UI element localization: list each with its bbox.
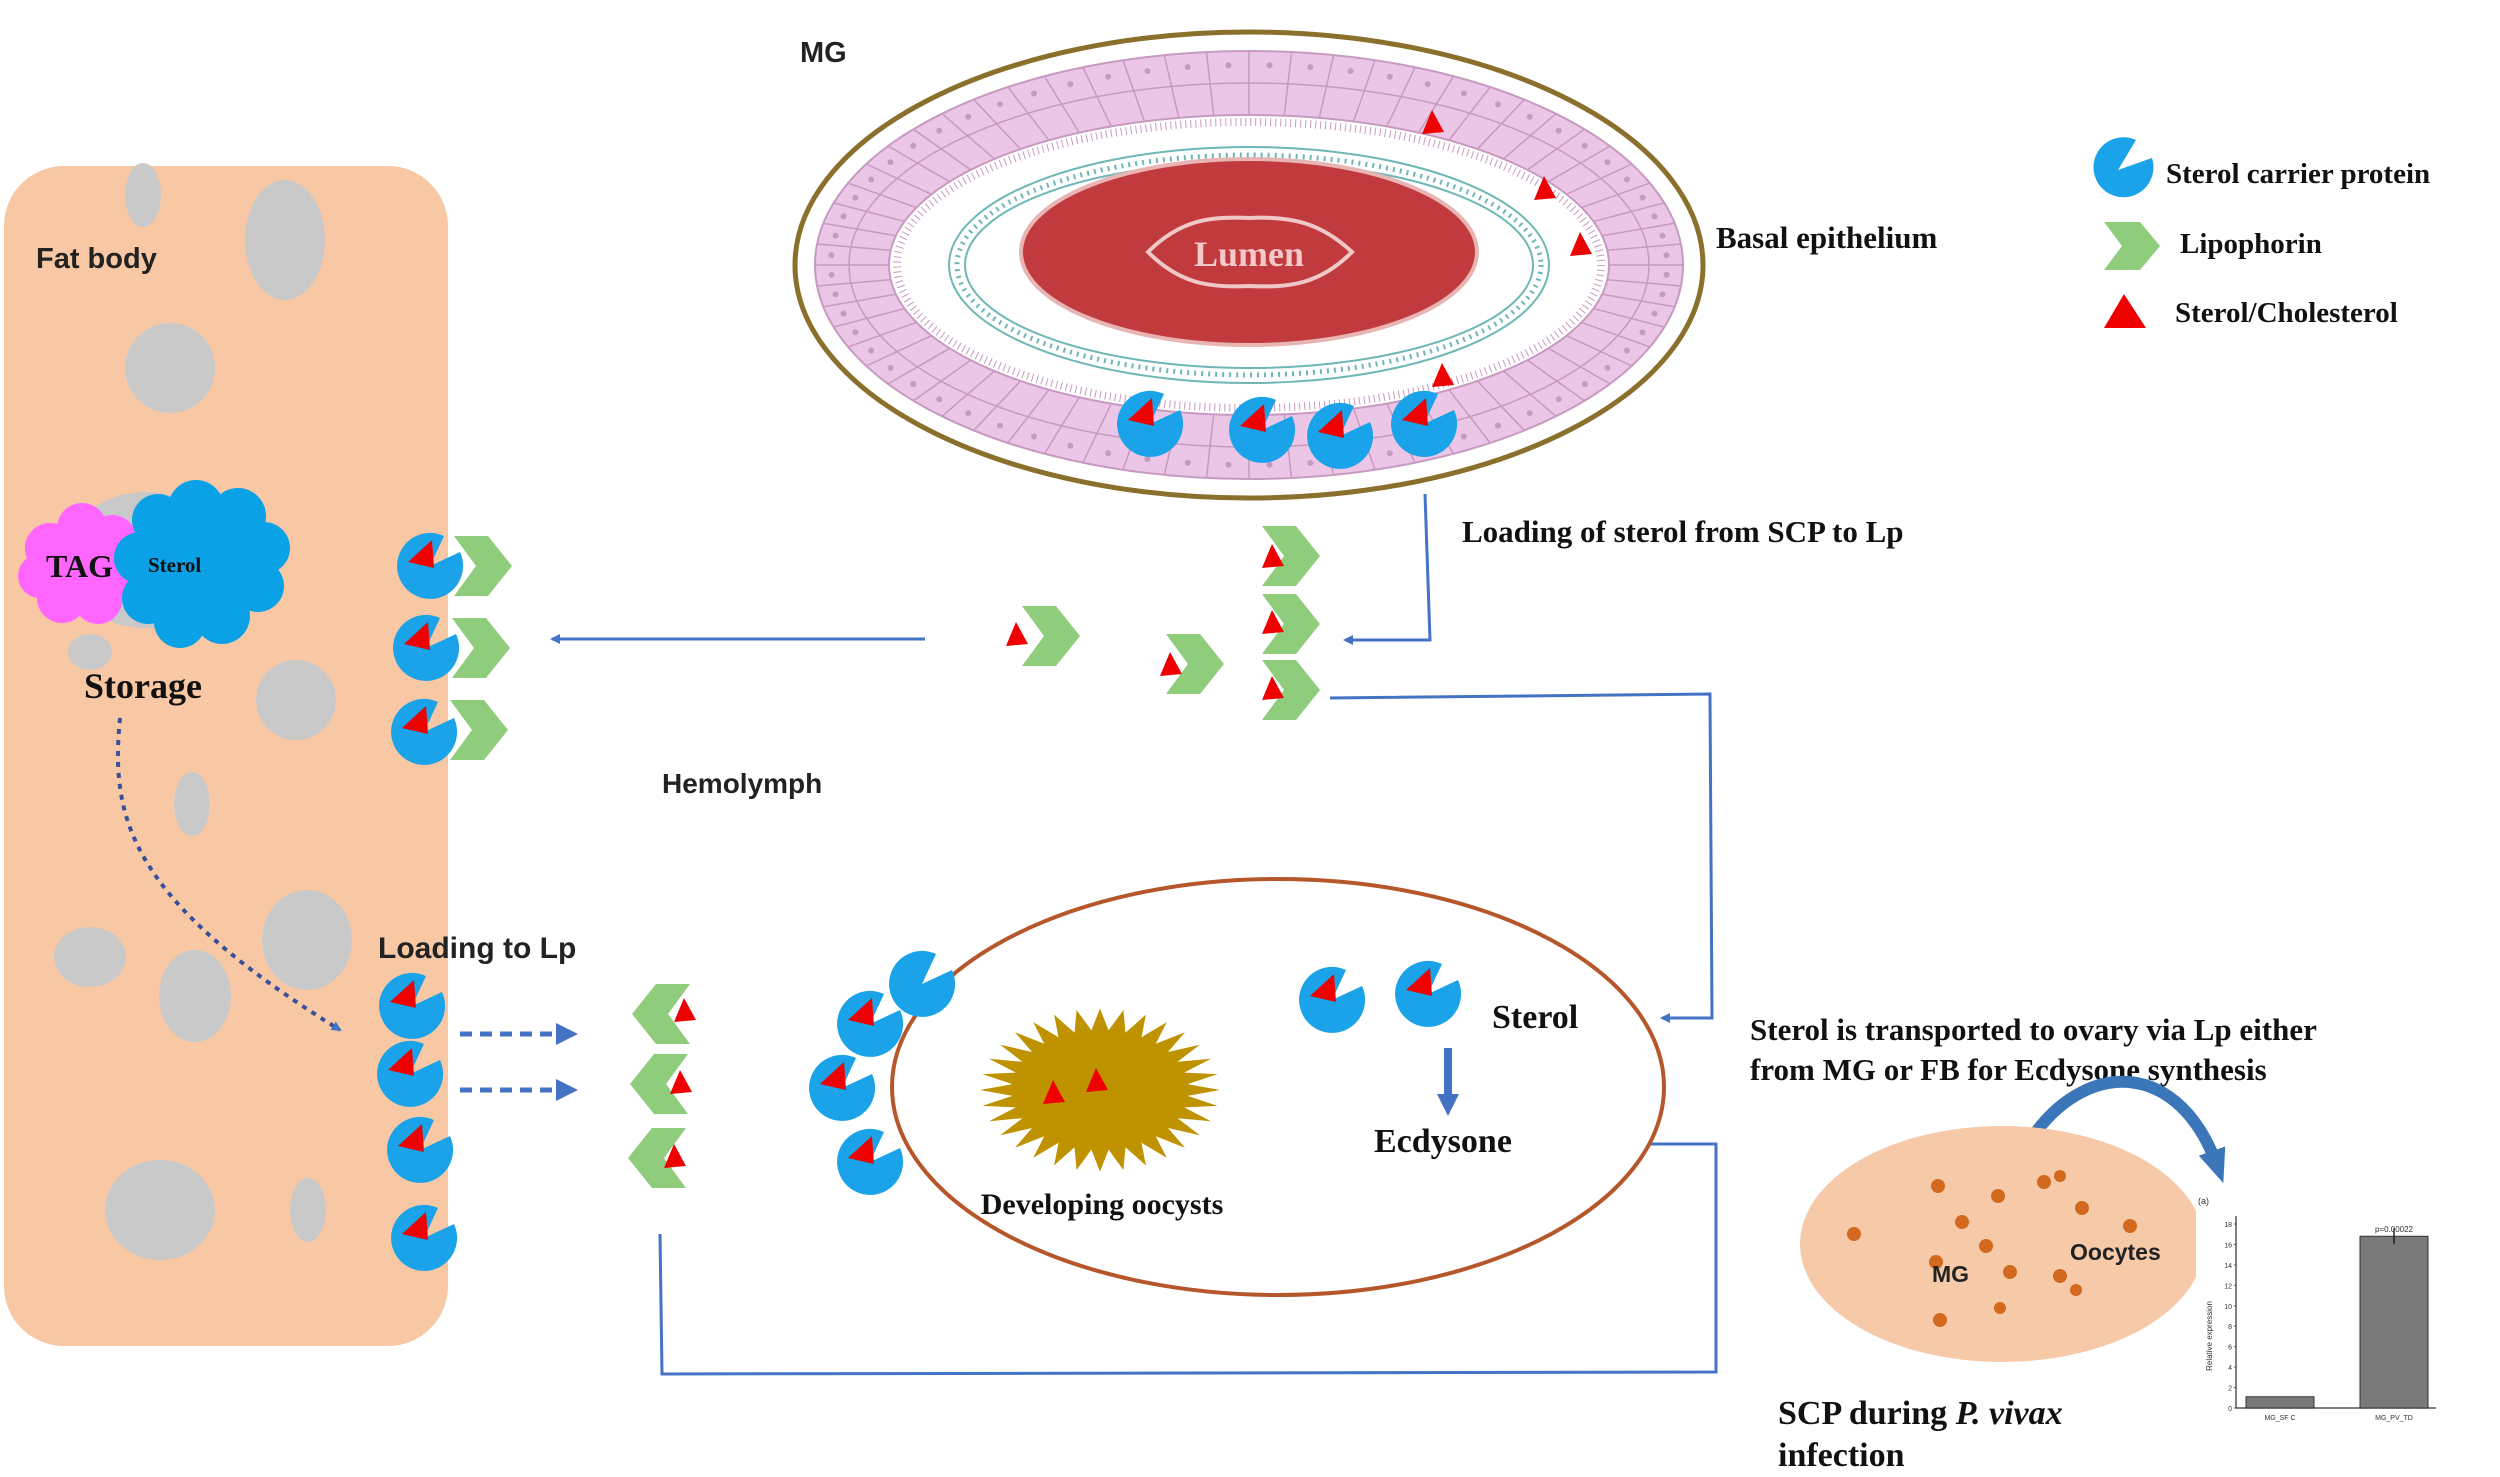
inset-oocytes-label: Oocytes	[2070, 1239, 2161, 1265]
sterol-triangle	[1160, 652, 1182, 676]
inset-ytick-label: 16	[2224, 1242, 2232, 1249]
sterol-label: Sterol	[1492, 999, 1578, 1036]
lipophorin-chevron-icon	[2104, 222, 2160, 270]
mg-label: MG	[800, 37, 847, 69]
loading-to-lp: Loading to Lp	[377, 932, 696, 1271]
basal-epithelium-label: Basal epithelium	[1716, 220, 1938, 255]
inset-bar-chart: (a) Relative expression 024681012141618 …	[2196, 1188, 2442, 1426]
scp-caption-line1: SCP during P. vivax	[1778, 1395, 2063, 1432]
inset-pvalue: p=0.00022	[2375, 1225, 2414, 1234]
tag-label: TAG	[46, 548, 113, 584]
legend: Sterol carrier protein Lipophorin Sterol…	[2093, 137, 2430, 329]
inset-ytick-label: 0	[2228, 1406, 2232, 1413]
scp-caption-species: P. vivax	[1955, 1395, 2063, 1432]
inset-ytick-label: 10	[2224, 1304, 2232, 1311]
curved-arrow-to-chart	[2031, 1075, 2226, 1184]
inset-ytick-label: 2	[2228, 1386, 2232, 1393]
lumen	[1019, 157, 1479, 347]
peritrophic-matrix	[948, 146, 1550, 384]
inset-ovary-shape	[1800, 1126, 2204, 1362]
scp-caption-line2: infection	[1778, 1437, 1905, 1474]
inset-ylabel: Relative expression	[2205, 1301, 2214, 1371]
microvilli	[893, 118, 1605, 412]
ovary-outline	[890, 877, 1666, 1297]
lipophorin-with-sterol	[1022, 606, 1080, 666]
inset-ytick-label: 12	[2224, 1283, 2232, 1290]
legend-label-sterol: Sterol/Cholesterol	[2175, 297, 2398, 329]
scp-with-sterol	[809, 1054, 876, 1121]
hemolymph-label: Hemolymph	[662, 768, 822, 799]
storage-label: Storage	[84, 666, 202, 706]
scp-with-sterol	[837, 1128, 904, 1195]
inset-ytick-label: 8	[2228, 1324, 2232, 1331]
transport-note-line1: Sterol is transported to ovary via Lp ei…	[1750, 1012, 2317, 1047]
inset-ytick-label: 6	[2228, 1345, 2232, 1352]
lumen-label: Lumen	[1194, 234, 1304, 274]
scp-with-sterol	[393, 614, 460, 681]
inset-panel-label: (a)	[2198, 1196, 2209, 1206]
inset-bar	[2359, 1235, 2429, 1409]
inset-mg-label: MG	[1932, 1261, 1969, 1287]
lp-to-ovary-arrow	[1329, 692, 1714, 1023]
developing-oocysts-label: Developing oocysts	[981, 1188, 1224, 1221]
inset-bar	[2245, 1396, 2315, 1409]
sterol-triangle	[674, 998, 696, 1022]
tag-blob	[18, 503, 146, 624]
ecdysone-label: Ecdysone	[1374, 1123, 1512, 1160]
sterol-triangle	[1006, 622, 1028, 646]
inset-ytick-label: 18	[2224, 1222, 2232, 1229]
fat-body-label: Fat body	[36, 243, 157, 275]
fat-body-cell	[4, 166, 448, 1346]
ovary: Developing oocysts Sterol Ecdysone	[809, 877, 1666, 1297]
storage-droplet	[18, 480, 290, 670]
inset-category-label: MG_SF C	[2264, 1415, 2295, 1422]
epithelial-cells	[815, 51, 1683, 479]
mg-to-lp-arrow	[1343, 493, 1432, 645]
inset-ovary: MG Oocytes	[1800, 1126, 2204, 1362]
scp-with-sterol	[397, 532, 464, 599]
sterol-blob	[114, 480, 290, 648]
scp-pacman-icon	[2093, 137, 2154, 198]
sterol-triangle-icon	[2104, 294, 2146, 328]
inset-category-label: MG_PV_TD	[2375, 1415, 2413, 1422]
fatbody-to-ovary-arrow	[658, 1139, 1718, 1376]
sterol-store-label: Sterol	[148, 553, 201, 577]
loading-to-lp-label: Loading to Lp	[378, 932, 576, 965]
inset-oocyte-dots	[1847, 1170, 2137, 1327]
fat-body: Fat body TAG Sterol Storage	[4, 163, 448, 1346]
transport-note: Sterol is transported to ovary via Lp ei…	[1750, 1012, 2317, 1184]
scp-with-sterol	[837, 990, 904, 1057]
inset-ytick-label: 14	[2224, 1263, 2232, 1270]
lipophorin	[452, 618, 510, 678]
scp	[889, 950, 956, 1017]
legend-label-lipophorin: Lipophorin	[2180, 228, 2322, 260]
loading-scp-lp-label: Loading of sterol from SCP to Lp	[1462, 514, 1904, 549]
lipophorin	[450, 700, 508, 760]
inset-ytick-label: 4	[2228, 1365, 2232, 1372]
midgut: Lumen MG Basal epithelium	[792, 29, 1938, 501]
hemolymph: Loading of sterol from SCP to Lp Hemolym…	[391, 493, 1904, 1376]
scp-caption-prefix: SCP during	[1778, 1395, 1956, 1432]
legend-label-scp: Sterol carrier protein	[2166, 158, 2430, 190]
transport-note-line2: from MG or FB for Ecdysone synthesis	[1750, 1052, 2267, 1087]
